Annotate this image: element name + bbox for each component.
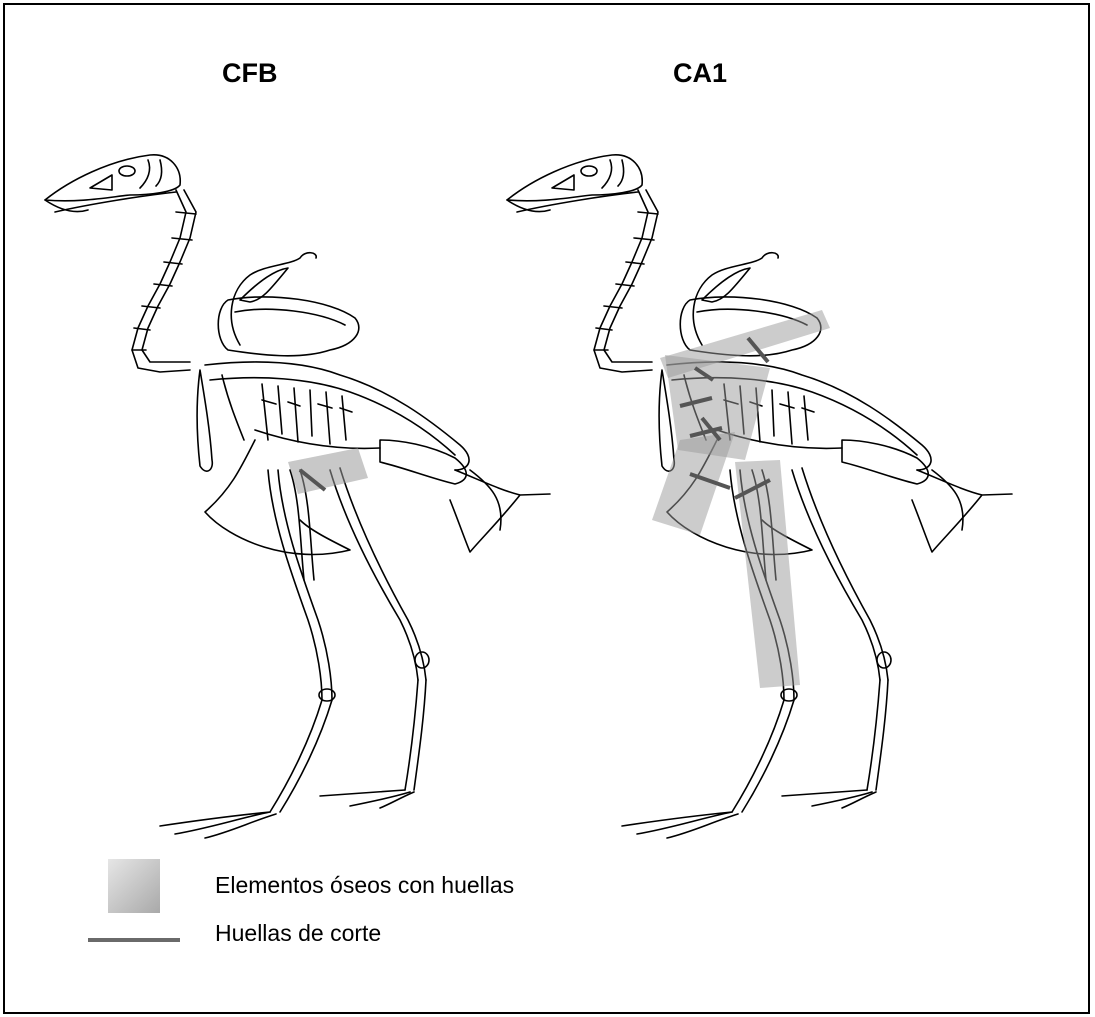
legend-label-cut-mark: Huellas de corte <box>215 920 381 947</box>
legend-swatch-marked-bone <box>108 859 160 913</box>
legend-swatch-cut-mark <box>88 938 180 942</box>
legend-label-marked-bone: Elementos óseos con huellas <box>215 872 514 899</box>
